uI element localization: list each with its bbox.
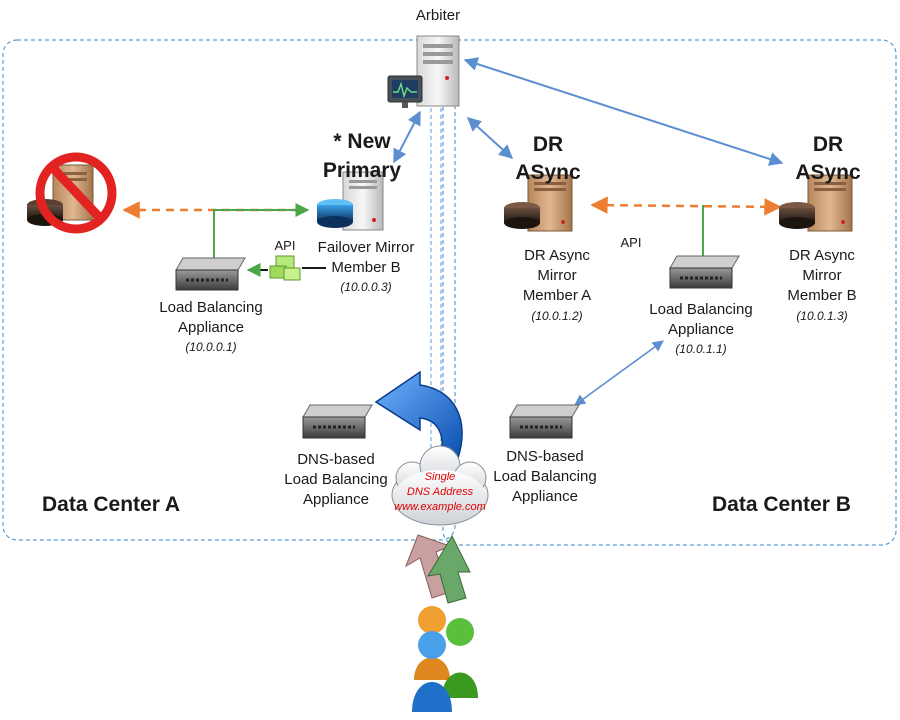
data-center-b-label: Data Center B xyxy=(712,493,851,516)
api-a-icon xyxy=(269,255,301,281)
prohibited-sign-icon xyxy=(35,152,117,234)
dr-async-b-title-line1: DR xyxy=(812,133,844,156)
dr-async-b-server-icon xyxy=(779,174,853,232)
dns-lb-b-name-line2: Load Balancing xyxy=(493,468,597,485)
dr-async-a-name-line1: DR Async xyxy=(524,247,590,264)
arbiter-to-dr-async-a-arrow xyxy=(466,117,514,159)
new-primary-name-line2: Member B xyxy=(331,259,401,276)
dns-lb-a-switch-icon xyxy=(302,404,373,439)
dr-async-a-title-line1: DR xyxy=(532,133,564,156)
dns-lb-b-name-line3: Appliance xyxy=(512,488,578,505)
dns-lb-b-name-line1: DNS-based xyxy=(506,448,584,465)
lb-b-api-label: API xyxy=(620,235,642,250)
new-primary-server-icon xyxy=(317,171,384,231)
traffic-arrows-icon xyxy=(405,534,471,604)
dns-lb-a-name-line3: Appliance xyxy=(303,491,369,508)
dr-async-a-name-line3: Member A xyxy=(522,287,592,304)
dr-async-b-name-line3: Member B xyxy=(787,287,857,304)
dr-async-b-name-line2: Mirror xyxy=(802,267,842,284)
lb-b-ip: (10.0.1.1) xyxy=(675,342,727,356)
arbiter-server-icon xyxy=(387,35,460,108)
data-center-a-boundary xyxy=(2,39,456,541)
lb-a-name-line2: Appliance xyxy=(178,319,244,336)
users-icon xyxy=(412,606,478,712)
arbiter-to-dr-async-b-arrow xyxy=(463,57,784,166)
lb-a-name-line1: Load Balancing xyxy=(159,299,263,316)
dr-async-replication-arrow xyxy=(590,196,782,216)
lb-b-name-line2: Appliance xyxy=(668,321,734,338)
new-primary-title-line1: * New xyxy=(333,130,391,153)
new-primary-title-line2: Primary xyxy=(322,159,402,182)
dns-cloud-line2: DNS Address xyxy=(406,486,474,498)
lb-a-api-label: API xyxy=(274,238,296,253)
data-center-a-label: Data Center A xyxy=(42,493,181,516)
dr-async-b-title-line2: ASync xyxy=(795,161,861,184)
dns-cloud-icon xyxy=(391,445,489,526)
new-primary-name-line1: Failover Mirror xyxy=(317,239,415,256)
dns-lb-a-name-line1: DNS-based xyxy=(297,451,375,468)
lb-b-switch-icon xyxy=(669,255,740,289)
failed-server-icon xyxy=(27,152,117,234)
new-primary-ip: (10.0.0.3) xyxy=(340,280,392,294)
data-center-b-boundary xyxy=(442,39,897,546)
lb-a-ip: (10.0.0.1) xyxy=(185,340,237,354)
dns-lb-b-to-lb-b-arrow xyxy=(574,340,664,406)
failover-redirect-arrow xyxy=(374,370,463,461)
dr-async-a-name-line2: Mirror xyxy=(537,267,577,284)
arbiter-label: Arbiter xyxy=(415,7,461,24)
lb-a-switch-icon xyxy=(175,257,246,291)
dns-cloud-line1: Single xyxy=(424,471,456,483)
lb-b-name-line1: Load Balancing xyxy=(649,301,753,318)
dns-lb-b-switch-icon xyxy=(509,404,580,439)
dr-async-b-ip: (10.0.1.3) xyxy=(796,309,848,323)
dr-async-a-server-icon xyxy=(504,174,573,232)
dns-cloud-line3: www.example.com xyxy=(394,501,486,513)
dr-async-a-title-line2: ASync xyxy=(515,161,581,184)
dr-async-a-ip: (10.0.1.2) xyxy=(531,309,583,323)
dns-lb-a-name-line2: Load Balancing xyxy=(284,471,388,488)
arbiter-to-new-primary-arrow xyxy=(393,110,421,164)
lb-a-to-new-primary-line xyxy=(213,203,310,258)
dr-async-b-name-line1: DR Async xyxy=(789,247,855,264)
